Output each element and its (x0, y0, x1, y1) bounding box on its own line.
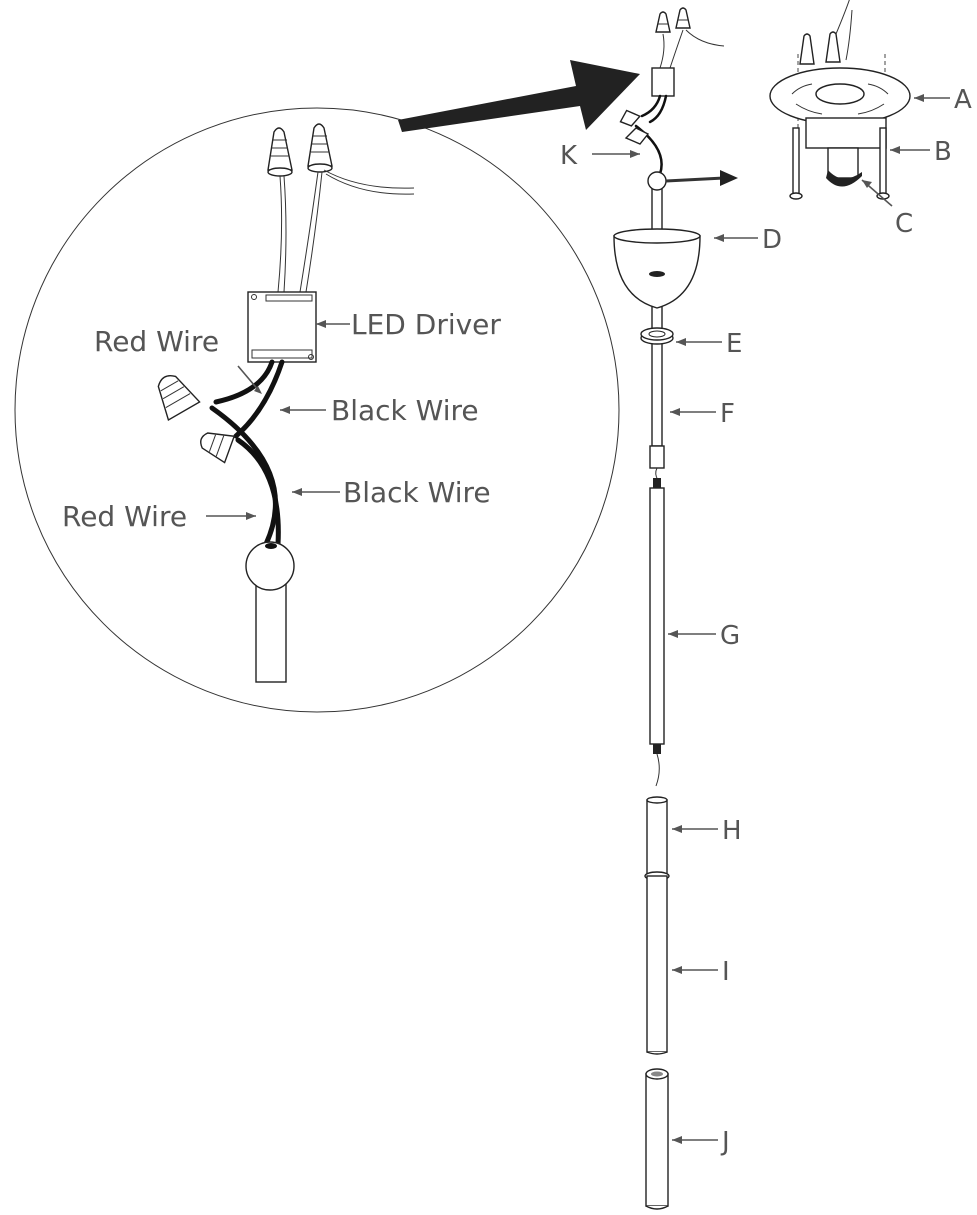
part-f-stem-coupler (649, 445, 665, 469)
mounting-bracket (769, 0, 911, 200)
part-label-e: E (726, 329, 742, 359)
part-e-collar (640, 327, 674, 345)
wire-nut-top-right (307, 123, 333, 173)
wire-nut-lower-1 (157, 375, 201, 421)
led-driver-box (247, 291, 317, 363)
part-callouts (592, 94, 950, 1144)
red-wire-upper-label: Red Wire (94, 325, 219, 358)
detail-pointer-arrow (398, 60, 640, 132)
part-label-b: B (934, 137, 952, 167)
part-label-f: F (720, 399, 735, 429)
fixture-assembly (613, 7, 738, 1210)
part-a-mounting-plate (769, 67, 911, 125)
part-label-i: I (722, 957, 730, 987)
part-label-g: G (720, 621, 740, 651)
part-label-c: C (895, 209, 913, 239)
ball-joint-detail (245, 541, 295, 683)
assembly-wire-nut-left (655, 11, 671, 33)
part-b-screws (789, 127, 890, 200)
led-driver-label: LED Driver (351, 308, 501, 341)
black-wire-lower-label: Black Wire (343, 476, 491, 509)
black-wire-upper-label: Black Wire (331, 394, 479, 427)
detail-view: LED Driver Red Wire Black Wire Black Wir… (14, 107, 620, 713)
wire-nut-lower-2 (200, 432, 236, 464)
assembly-wire-nut-right (675, 7, 691, 29)
part-i-tube (646, 875, 668, 1055)
part-label-k: K (560, 141, 578, 171)
part-j-tube (645, 1068, 669, 1210)
assembly-led-driver (651, 67, 675, 97)
part-label-h: H (722, 816, 742, 846)
part-d-canopy (613, 228, 701, 309)
part-label-d: D (762, 225, 782, 255)
red-wire-lower-label: Red Wire (62, 500, 187, 533)
part-h-tube (646, 799, 668, 877)
part-g-rod (649, 478, 665, 787)
part-k-ball (647, 171, 667, 191)
part-c-socket (826, 170, 862, 187)
part-label-j: J (720, 1127, 730, 1157)
part-label-a: A (954, 85, 972, 115)
